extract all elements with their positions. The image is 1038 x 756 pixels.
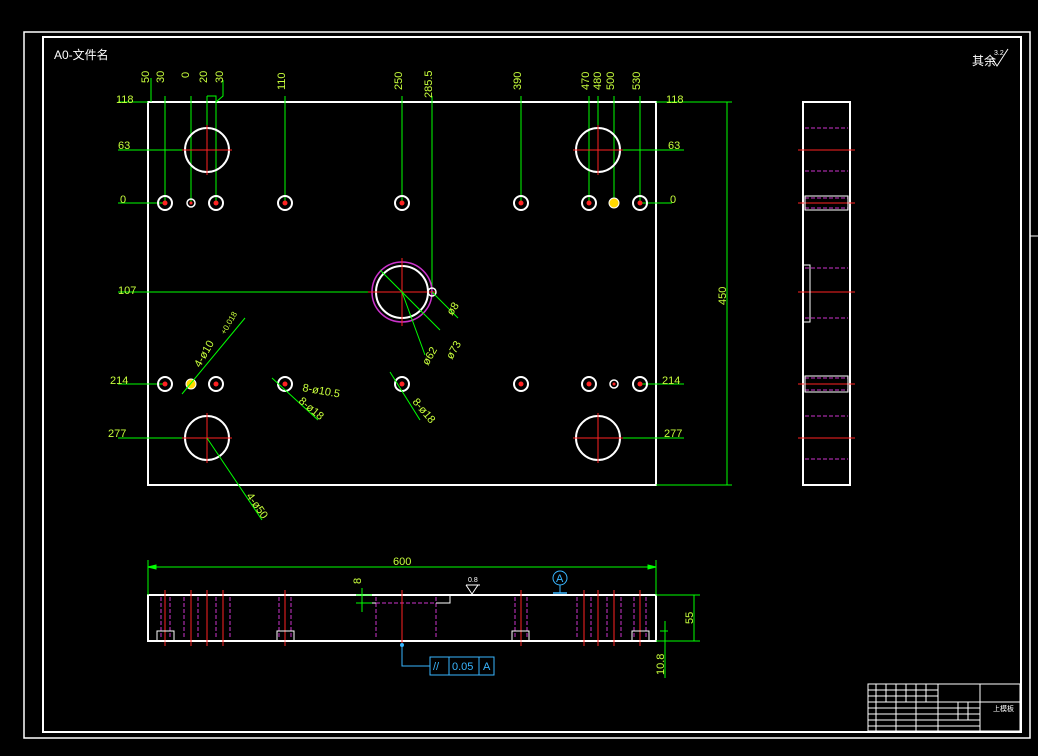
dim-left-277: 277: [108, 428, 126, 440]
side-counterbores: [803, 195, 849, 393]
side-view: [798, 101, 855, 486]
front-center-lines: [164, 590, 641, 646]
bolt-hole: [277, 376, 293, 392]
dim-thickness-55: 55: [684, 612, 696, 624]
dim-left-118: 118: [116, 94, 134, 106]
dowel-hole: [186, 198, 196, 208]
pillar-hole: [573, 125, 623, 175]
surface-finish-symbol: 0.8: [465, 577, 480, 595]
dim-top-390: 390: [512, 72, 524, 90]
outer-frame: [23, 31, 1031, 739]
datum-label: A: [556, 573, 564, 585]
dim-top-250: 250: [393, 72, 405, 90]
roughness-value: 3.2: [994, 50, 1004, 57]
title-block: [867, 683, 1021, 732]
dim-top-30a: 30: [155, 71, 167, 83]
front-counterbores: [156, 595, 650, 642]
dim-top-470: 470: [580, 72, 592, 90]
dim-left-63: 63: [118, 140, 130, 152]
side-outline: [802, 101, 851, 486]
bolt-hole: [157, 195, 173, 211]
dim-step-8: 8: [352, 578, 364, 584]
pillar-hole: [182, 125, 232, 175]
datum-marker: A: [552, 570, 568, 594]
dim-right-63: 63: [668, 140, 680, 152]
front-view: 600: [147, 556, 700, 678]
bolt-hole: [581, 195, 597, 211]
bolt-hole: [581, 376, 597, 392]
bolt-hole: [513, 376, 529, 392]
callout-dowel-tol: +0.018: [219, 310, 239, 336]
bolt-hole: [632, 195, 648, 211]
tolerance-frame: // 0.05 A: [400, 643, 495, 676]
tolerance-value: 0.05: [452, 661, 473, 673]
dim-top-500: 500: [605, 72, 617, 90]
dim-top-530: 530: [631, 72, 643, 90]
dowel-hole: [609, 379, 619, 389]
thickness-dimension: [656, 594, 700, 678]
bolt-hole: [513, 195, 529, 211]
top-extension-lines: [150, 78, 641, 292]
dim-width-600: 600: [393, 556, 411, 568]
sheet-name: A0-文件名: [54, 47, 109, 62]
roughness-note: 其余: [972, 53, 996, 68]
callout-bolt-cbore: 8-ø18: [296, 395, 326, 423]
bolt-hole: [208, 376, 224, 392]
tolerance-symbol: //: [433, 661, 440, 673]
callout-dowel: 4-ø10: [192, 339, 217, 370]
dim-top-110: 110: [276, 72, 288, 90]
bolt-hole: [157, 376, 173, 392]
dim-top-20: 20: [198, 71, 210, 83]
dim-counterbore-10-8: 10.8: [655, 654, 667, 675]
surface-finish-value: 0.8: [468, 577, 478, 584]
side-center-lines: [798, 149, 855, 439]
bolt-hole: [394, 195, 410, 211]
dim-right-0: 0: [670, 194, 676, 206]
dim-top-480: 480: [592, 72, 604, 90]
dowel-hole: [608, 197, 620, 209]
dim-right-118: 118: [666, 94, 684, 106]
title-block-drawing-name: 上模板: [993, 704, 1014, 713]
dim-top-285-5: 285.5: [423, 70, 435, 98]
step-dimension: [356, 588, 372, 612]
dim-left-107: 107: [118, 285, 136, 297]
callout-dia8: ø8: [445, 300, 462, 317]
leader-lines: [181, 269, 459, 521]
callout-dia73: ø73: [444, 339, 464, 361]
width-dimension: [147, 560, 657, 595]
bolt-hole: [632, 376, 648, 392]
roughness-symbol: 3.2: [991, 48, 1009, 67]
hole-row-upper: [157, 195, 648, 211]
dim-right-277: 277: [664, 428, 682, 440]
bolt-hole: [208, 195, 224, 211]
dim-left-0: 0: [120, 194, 126, 206]
dim-top-0: 0: [180, 72, 192, 78]
dim-left-214: 214: [110, 375, 128, 387]
callout-pillar: 4-ø50: [244, 491, 270, 521]
plan-view: 50 30 0 20 30 110 250 285.5 390 470 480 …: [108, 70, 732, 521]
dim-top-30b: 30: [214, 71, 226, 83]
inner-frame: [42, 36, 1022, 733]
tolerance-datum: A: [483, 661, 491, 673]
callout-dia62: ø62: [420, 345, 440, 367]
dim-right-214: 214: [662, 375, 680, 387]
pillar-hole: [573, 413, 623, 463]
front-hidden-lines: [160, 597, 647, 639]
dim-top-50: 50: [140, 71, 152, 83]
bolt-hole: [277, 195, 293, 211]
hole-row-lower: [157, 376, 648, 392]
dim-height-450: 450: [717, 287, 729, 305]
side-hidden-lines: [805, 127, 848, 460]
